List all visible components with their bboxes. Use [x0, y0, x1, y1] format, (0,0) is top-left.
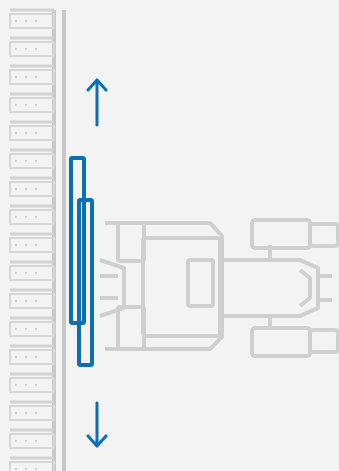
rail-dot	[24, 103, 28, 107]
rail-dot	[34, 131, 38, 135]
rail-dot	[14, 383, 18, 387]
rail-dot	[24, 215, 28, 219]
rail-dot	[34, 187, 38, 191]
rail-dot	[14, 467, 18, 471]
rail-dot	[34, 243, 38, 247]
rail-dot	[14, 47, 18, 51]
rail-dot	[24, 187, 28, 191]
rail-dot	[24, 467, 28, 471]
rail-dot	[14, 243, 18, 247]
rail-panel	[9, 265, 55, 281]
rail-dot	[24, 19, 28, 23]
rail-dot	[34, 159, 38, 163]
tractor-outline	[99, 218, 339, 358]
rail-panel	[9, 405, 55, 421]
rail-dot	[24, 131, 28, 135]
rail-dot	[34, 215, 38, 219]
rail-dot	[14, 411, 18, 415]
rail-dot	[34, 271, 38, 275]
rail-dot	[14, 215, 18, 219]
rail-dot	[14, 439, 18, 443]
rail-rungs	[9, 8, 55, 471]
rail-dot	[34, 411, 38, 415]
rail-dot	[34, 299, 38, 303]
rail-panel	[9, 433, 55, 449]
rail-dot	[34, 467, 38, 471]
rail-dot	[24, 299, 28, 303]
rail-dot	[24, 159, 28, 163]
rail-panel	[9, 69, 55, 85]
rail-dot	[14, 299, 18, 303]
rail-panel	[9, 209, 55, 225]
rail-panel	[9, 349, 55, 365]
rail-dot	[14, 19, 18, 23]
arrow-down-icon	[86, 401, 108, 448]
rail-dot	[24, 439, 28, 443]
rail-dot	[14, 355, 18, 359]
rail-panel	[9, 153, 55, 169]
rail-dot	[14, 271, 18, 275]
rail-panel	[9, 461, 55, 471]
rail-dot	[24, 243, 28, 247]
rail-dot	[34, 103, 38, 107]
rail-dot	[34, 19, 38, 23]
rail-dot	[24, 271, 28, 275]
rail-panel	[9, 293, 55, 309]
rail-dot	[14, 103, 18, 107]
rail-dot	[14, 327, 18, 331]
rail-dot	[24, 75, 28, 79]
rail-panel	[9, 125, 55, 141]
rail-dot	[24, 47, 28, 51]
rail-dot	[14, 75, 18, 79]
arrow-up-icon	[86, 78, 108, 127]
rail-structure	[52, 10, 66, 471]
rail-dot	[24, 411, 28, 415]
rail-panel	[9, 41, 55, 57]
rail-dot	[34, 47, 38, 51]
rail-dot	[34, 355, 38, 359]
rail-dot	[24, 383, 28, 387]
rail-panel	[9, 237, 55, 253]
rail-panel	[9, 181, 55, 197]
mower-decks	[69, 156, 94, 367]
rail-dot	[24, 355, 28, 359]
rail-dot	[34, 383, 38, 387]
rail-dot	[34, 75, 38, 79]
rail-dot	[34, 327, 38, 331]
rail-dot	[24, 327, 28, 331]
rail-panel	[9, 321, 55, 337]
mower-deck-front	[77, 198, 94, 367]
rail-dot	[14, 187, 18, 191]
rail-panel	[9, 97, 55, 113]
rail-dot	[14, 131, 18, 135]
rail-panel	[9, 13, 55, 29]
rail-dot	[14, 159, 18, 163]
rail-dot	[34, 439, 38, 443]
rail-panel	[9, 377, 55, 393]
